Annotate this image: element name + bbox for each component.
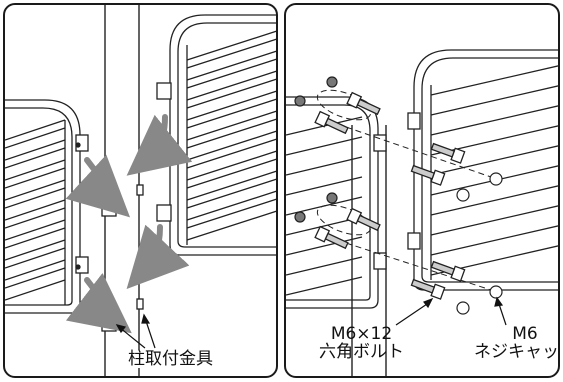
alignment-lines [316,89,492,291]
hex-bolts [314,91,466,300]
hex-bolt-name: 六角ボルト [319,342,404,362]
hex-bolt-size: M6×12 [330,324,393,344]
post-bracket-label: 柱取付金具 [126,349,215,369]
right-fence-panel [156,14,276,256]
screw-cap-label: M6 ネジキャップ [474,324,559,362]
right-diagram [286,49,558,376]
motion-arrows [65,114,193,334]
left-diagram [5,5,276,376]
screw-cap-size: M6 [512,324,538,344]
left-panel-bracket-attach: 柱取付金具 [3,3,278,378]
post-brackets [101,184,144,332]
screw-cap-name: ネジキャップ [474,342,559,362]
right-fence-panel [407,49,558,291]
hex-bolt-label: M6×12 六角ボルト [319,325,404,361]
right-panel-bolt-fastening: M6×12 六角ボルト M6 ネジキャップ [284,3,560,378]
left-fence-panel [5,99,89,314]
screw-caps [294,76,503,315]
